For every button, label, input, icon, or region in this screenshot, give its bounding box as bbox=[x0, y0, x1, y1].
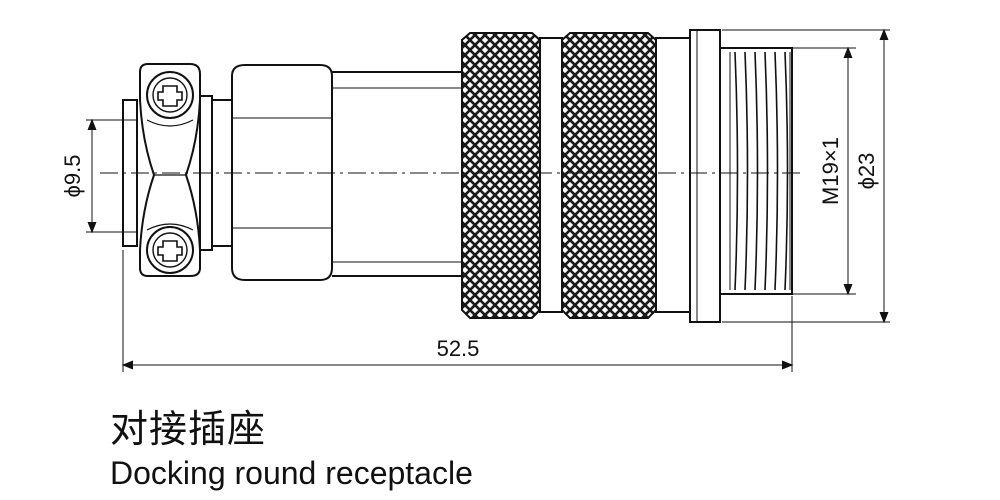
body-barrel bbox=[332, 71, 463, 277]
dim-flange-diameter bbox=[722, 28, 890, 324]
knurled-coupling-nut bbox=[461, 32, 691, 319]
caption-chinese: 对接插座 bbox=[110, 407, 267, 451]
caption-english: Docking round receptacle bbox=[110, 455, 473, 491]
dim-thread bbox=[792, 46, 856, 296]
dim-label-thread: M19×1 bbox=[818, 137, 843, 205]
clamp-screw-bottom bbox=[146, 226, 194, 274]
clamp-screw-top bbox=[146, 71, 194, 119]
dim-overall-length bbox=[121, 250, 794, 372]
dim-label-flange-diameter: ϕ23 bbox=[854, 153, 879, 190]
threaded-section bbox=[719, 47, 793, 295]
dim-label-clamp-diameter: ϕ9.5 bbox=[60, 155, 85, 198]
panel-flange bbox=[689, 29, 721, 323]
rear-sleeve bbox=[231, 64, 333, 281]
dim-clamp-diameter bbox=[86, 118, 136, 234]
dim-label-overall-length: 52.5 bbox=[437, 336, 480, 361]
